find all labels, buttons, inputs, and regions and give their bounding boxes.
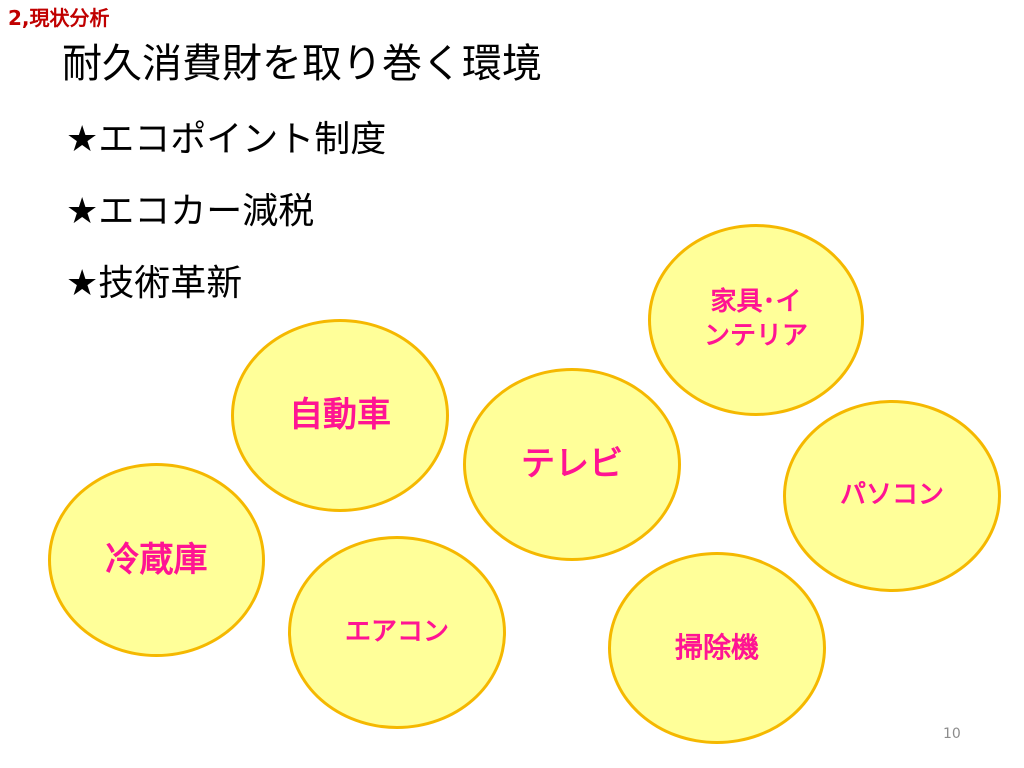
bubble-car-label: 自動車 [289, 395, 391, 436]
bubble-pc: パソコン [783, 400, 1001, 592]
slide-title: 耐久消費財を取り巻く環境 [62, 41, 542, 87]
bubble-fridge: 冷蔵庫 [48, 463, 265, 657]
bullet-eco-car-tax: ★エコカー減税 [66, 191, 315, 232]
bubble-furniture: 家具･イ ンテリア [648, 224, 864, 416]
bubble-aircon-label: エアコン [344, 616, 449, 647]
bubble-tv-label: テレビ [521, 444, 623, 485]
bubble-pc-label: パソコン [839, 480, 944, 511]
page-number: 10 [943, 726, 961, 742]
bubble-tv: テレビ [463, 368, 681, 561]
bullet-eco-point: ★エコポイント制度 [66, 119, 387, 160]
bubble-vacuum: 掃除機 [608, 552, 826, 744]
section-label: 2,現状分析 [8, 6, 110, 30]
bubble-furniture-label-line1: 家具･イ [710, 287, 802, 318]
bubble-vacuum-label: 掃除機 [674, 630, 759, 664]
bullet-tech-innovation: ★技術革新 [66, 263, 243, 304]
bubble-car: 自動車 [231, 319, 449, 512]
bullet-list: ★エコポイント制度 ★エコカー減税 ★技術革新 [66, 112, 386, 328]
bubble-fridge-label: 冷蔵庫 [105, 539, 208, 580]
bubble-aircon: エアコン [288, 536, 506, 729]
bubble-furniture-label-line2: ンテリア [703, 321, 808, 351]
